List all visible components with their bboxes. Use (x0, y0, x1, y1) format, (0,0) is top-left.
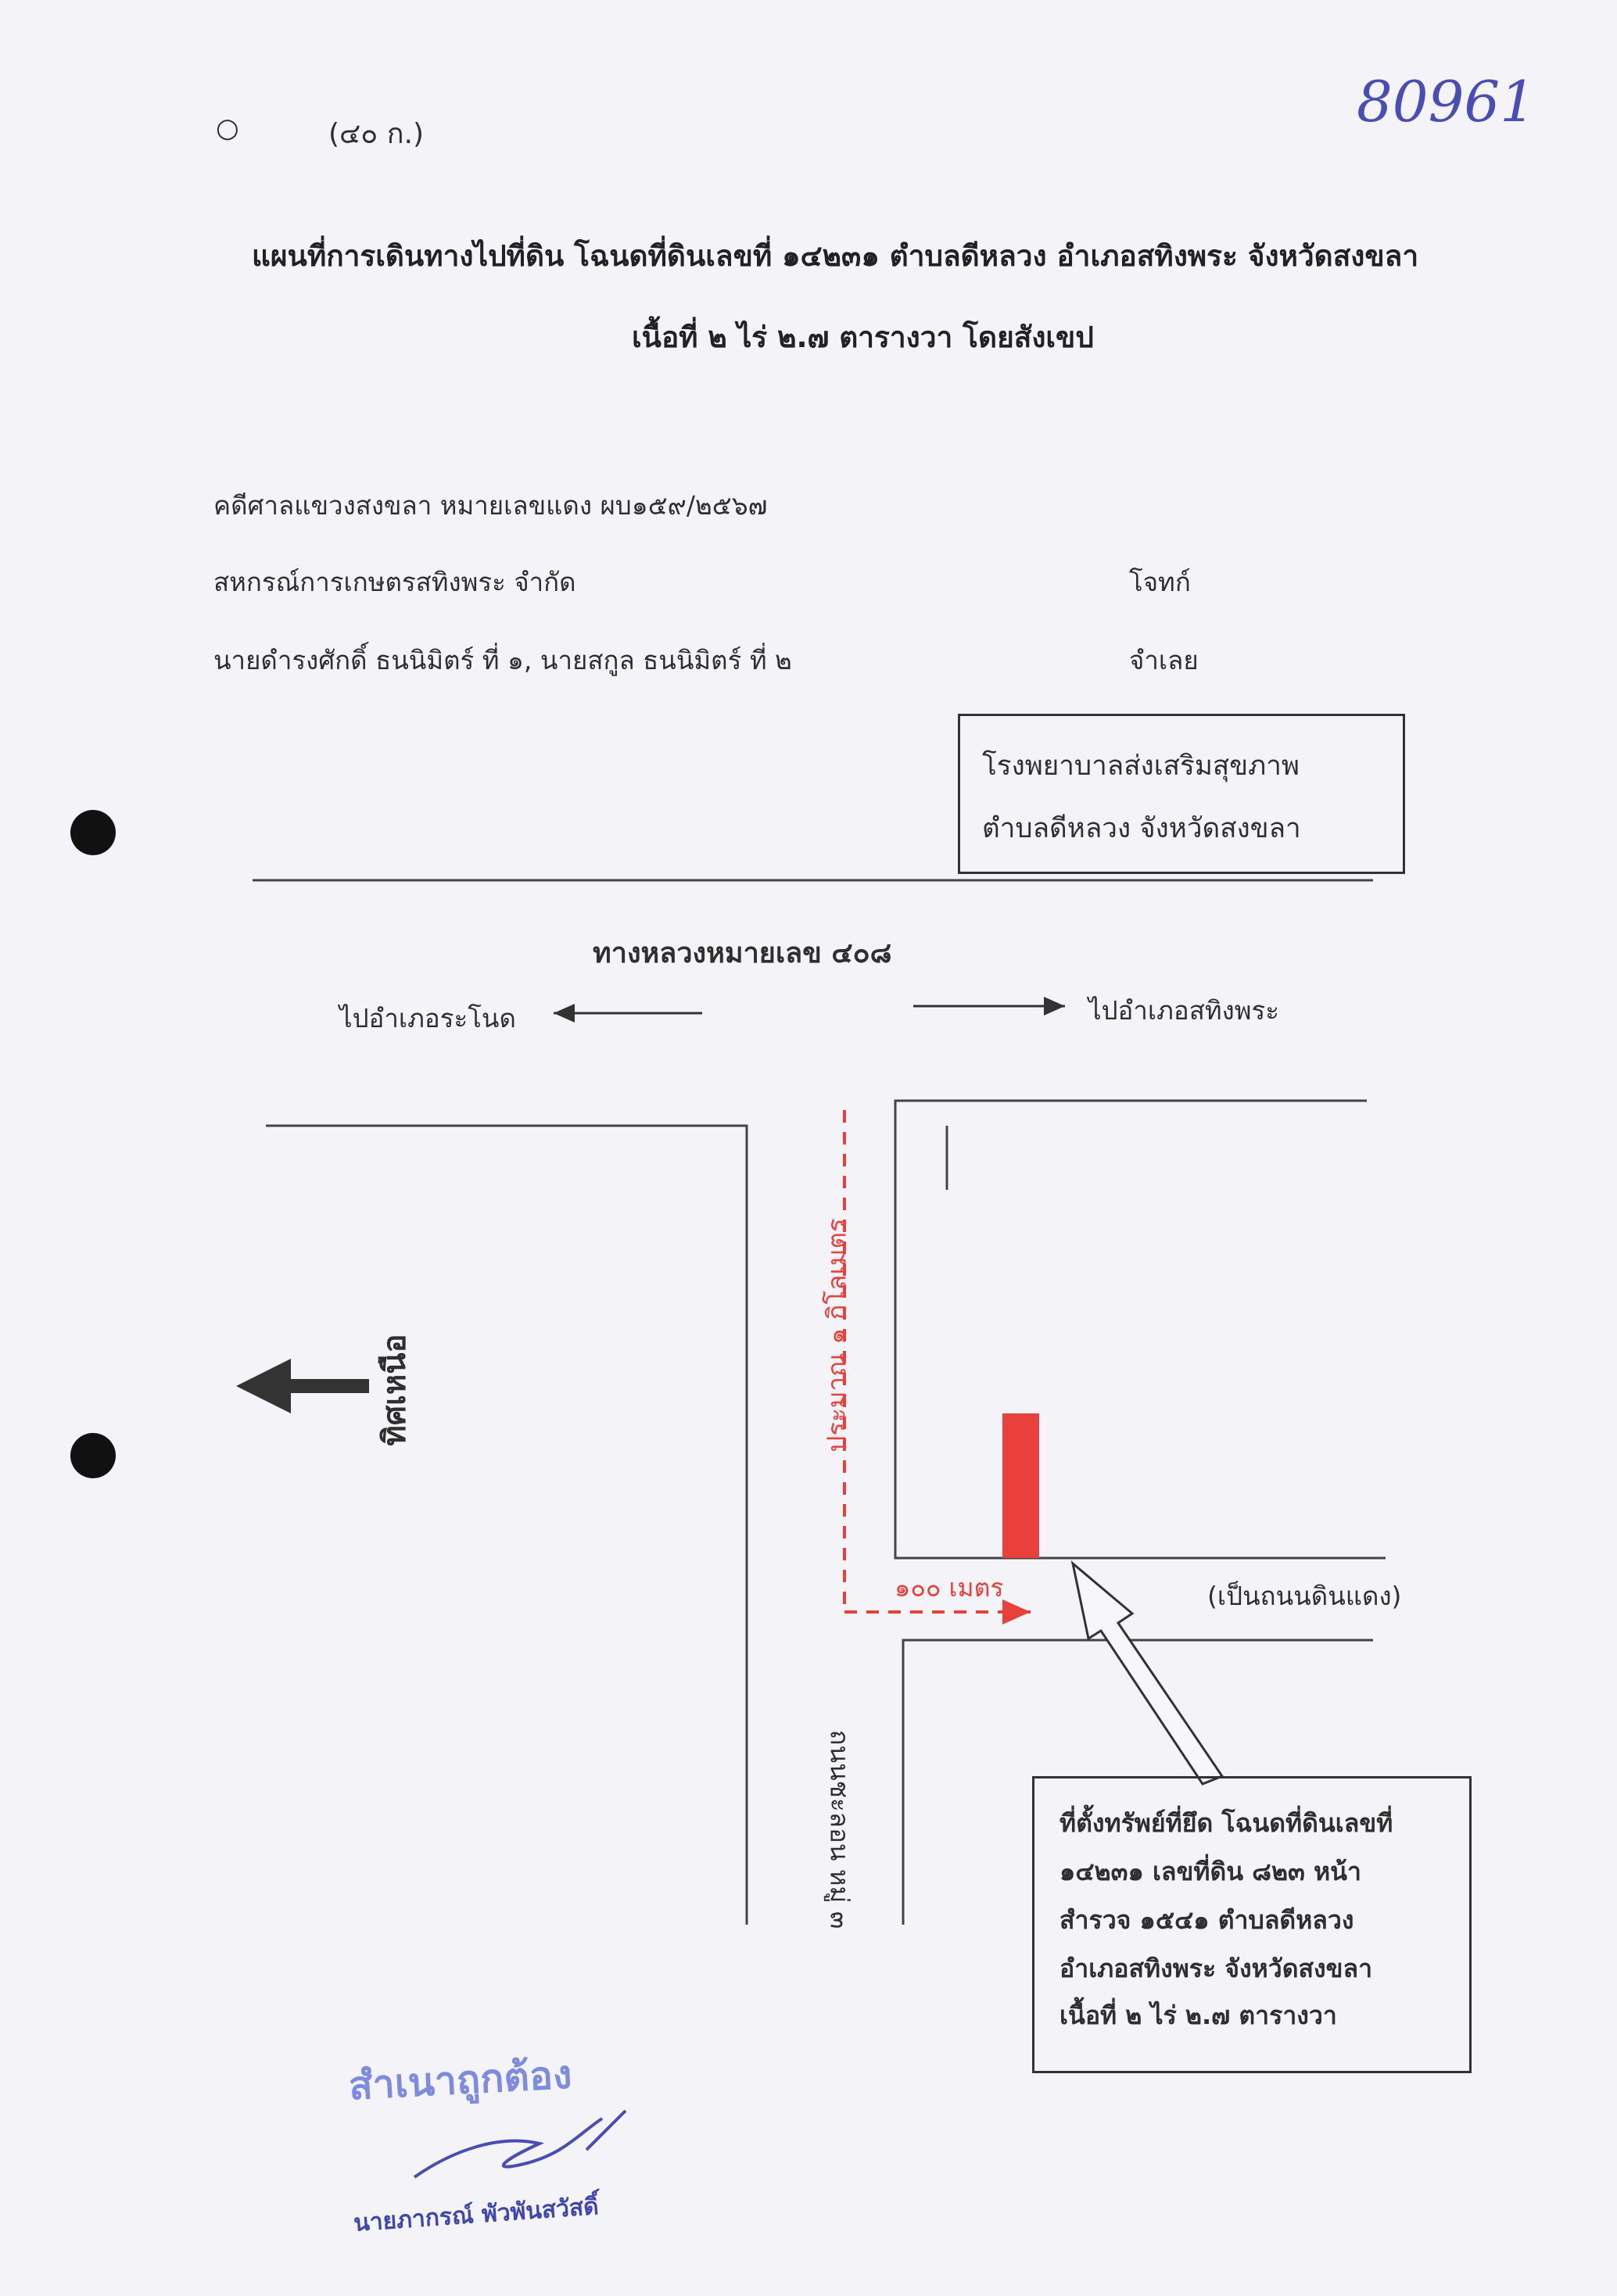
location-line-3: สำรวจ ๑๕๔๑ ตำบลดีหลวง (1059, 1905, 1354, 1935)
side-road-label: ถนนชะลอน หมู่ ๓ (824, 1729, 855, 1929)
page-subtitle: เนื้อที่ ๒ ไร่ ๒.๗ ตารางวา โดยสังเขป (632, 321, 1094, 354)
distance-km-label: ประมาณ ๑ กิโลเมตร (821, 1218, 852, 1452)
plaintiff-role: โจทก์ (1129, 567, 1191, 597)
location-line-1: ที่ตั้งทรัพย์ที่ยึด โฉนดที่ดินเลขที่ (1059, 1808, 1393, 1838)
location-line-2: ๑๔๒๓๑ เลขที่ดิน ๘๒๓ หน้า (1059, 1857, 1361, 1886)
hospital-line-1: โรงพยาบาลส่งเสริมสุขภาพ (982, 750, 1300, 782)
location-box: ที่ตั้งทรัพย์ที่ยึด โฉนดที่ดินเลขที่ ๑๔๒… (1032, 1776, 1472, 2073)
dirt-road-label: (เป็นถนนดินแดง) (1207, 1581, 1402, 1611)
road-edge-right-upper (894, 1099, 1386, 1560)
location-line-5: เนื้อที่ ๒ ไร่ ๒.๗ ตารางวา (1059, 2000, 1337, 2030)
property-marker (1002, 1413, 1039, 1558)
highway-label: ทางหลวงหมายเลข ๔๐๘ (593, 937, 892, 969)
pointer-arrow-icon (1070, 1560, 1224, 1786)
plaintiff-name: สหกรณ์การเกษตรสทิงพระ จำกัด (213, 567, 576, 597)
location-line-4: อำเภอสทิงพระ จังหวัดสงขลา (1059, 1954, 1373, 1983)
punch-hole (70, 810, 116, 855)
signature-icon (413, 2109, 627, 2179)
hospital-box: โรงพยาบาลส่งเสริมสุขภาพ ตำบลดีหลวง จังหว… (958, 714, 1405, 874)
to-ranot-label: ไปอำเภอระโนด (339, 1003, 516, 1033)
handwritten-number: 80961 (1357, 69, 1536, 134)
court-case-line: คดีศาลแขวงสงขลา หมายเลขแดง ผบ๑๕๙/๒๕๖๗ (213, 490, 768, 521)
punch-hole (70, 1433, 116, 1478)
north-label: ทิศเหนือ (377, 1334, 413, 1446)
defendant-name: นายดำรงศักดิ์ ธนนิมิตร์ ที่ ๑, นายสกูล ธ… (213, 645, 792, 675)
to-sathingphra-label: ไปอำเภอสทิงพระ (1088, 995, 1279, 1026)
defendant-role: จำเลย (1129, 645, 1199, 675)
road-edge-right-lower (902, 1639, 1373, 1925)
small-circle-mark: ○ (216, 113, 239, 144)
north-arrow-icon (236, 1359, 369, 1413)
distance-m-label: ๑๐๐ เมตร (895, 1573, 1004, 1603)
road-edge-left (266, 1124, 748, 1925)
hospital-line-2: ตำบลดีหลวง จังหวัดสงขลา (982, 813, 1301, 844)
page-title: แผนที่การเดินทางไปที่ดิน โฉนดที่ดินเลขที… (252, 239, 1419, 273)
form-code: (๔๐ ก.) (328, 118, 424, 150)
